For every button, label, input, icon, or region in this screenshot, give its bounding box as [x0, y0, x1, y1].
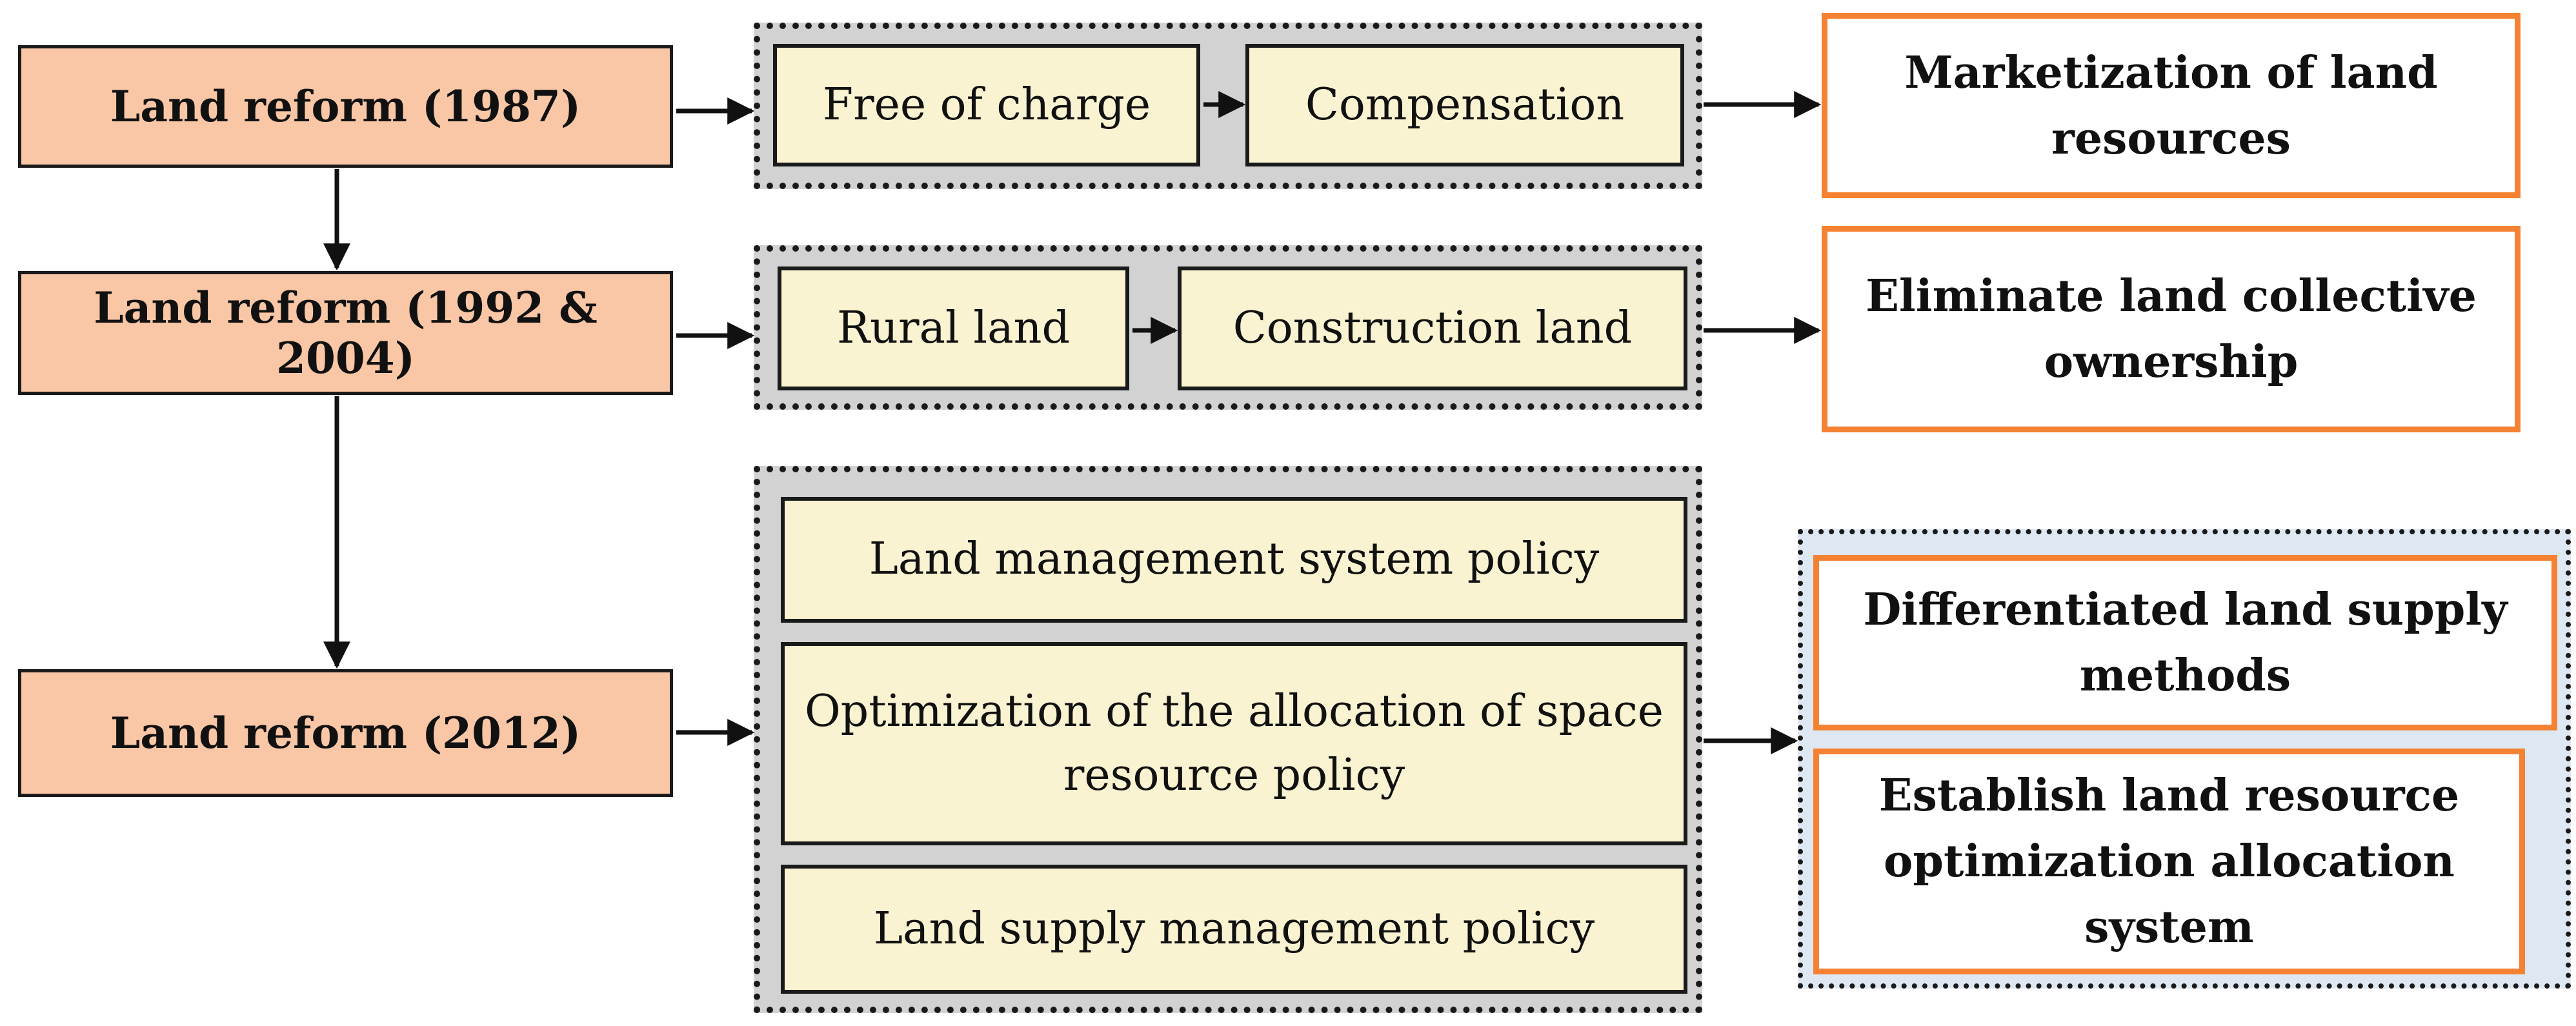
policy-rural-land: Rural land — [778, 267, 1129, 390]
reform-2012-box: Land reform (2012) — [18, 669, 673, 797]
outcome-optimization-allocation-system-label: Establish land resource optimization all… — [1878, 770, 2460, 953]
outcome-marketization: Marketization of land resources — [1822, 13, 2521, 198]
policy-free-of-charge-label: Free of charge — [822, 79, 1151, 130]
policy-rural-land-label: Rural land — [836, 302, 1071, 354]
outcome-differentiated-land-supply-label: Differentiated land supply methods — [1863, 584, 2508, 701]
reform-2012-label: Land reform (2012) — [110, 708, 581, 758]
policy-space-resource-allocation-label: Optimization of the allocation of space … — [804, 685, 1664, 801]
outcome-eliminate-collective-ownership-label: Eliminate land collective ownership — [1866, 270, 2477, 388]
policy-construction-land: Construction land — [1178, 267, 1687, 390]
policy-space-resource-allocation: Optimization of the allocation of space … — [781, 642, 1687, 845]
policy-land-supply-management: Land supply management policy — [781, 865, 1687, 994]
reform-1992-2004-box: Land reform (1992 & 2004) — [18, 271, 673, 395]
reform-1987-box: Land reform (1987) — [18, 45, 673, 168]
policy-compensation: Compensation — [1245, 44, 1684, 166]
outcome-optimization-allocation-system: Establish land resource optimization all… — [1813, 749, 2525, 974]
outcome-differentiated-land-supply: Differentiated land supply methods — [1813, 555, 2557, 730]
reform-1987-label: Land reform (1987) — [110, 81, 581, 132]
policy-land-management-system: Land management system policy — [781, 497, 1687, 623]
policy-construction-land-label: Construction land — [1233, 302, 1633, 354]
policy-land-supply-management-label: Land supply management policy — [873, 903, 1595, 954]
reform-1992-2004-label: Land reform (1992 & 2004) — [94, 283, 598, 383]
outcome-eliminate-collective-ownership: Eliminate land collective ownership — [1822, 226, 2521, 432]
policy-compensation-label: Compensation — [1305, 79, 1625, 130]
policy-free-of-charge: Free of charge — [773, 44, 1200, 166]
outcome-marketization-label: Marketization of land resources — [1904, 46, 2438, 165]
policy-land-management-system-label: Land management system policy — [869, 534, 1600, 585]
